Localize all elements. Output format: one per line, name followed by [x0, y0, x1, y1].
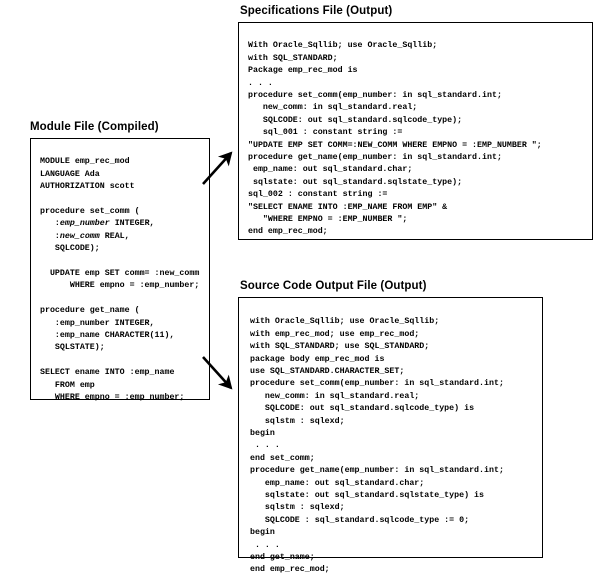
arrow-module-to-specifications-icon	[202, 151, 233, 185]
source-code-output-file-panel: with Oracle_Sqllib; use Oracle_Sqllib; w…	[238, 297, 543, 574]
arrow-module-to-source-code-icon	[202, 356, 233, 390]
specifications-file-code: With Oracle_Sqllib; use Oracle_Sqllib; w…	[248, 41, 542, 237]
source-code-output-file-code: with Oracle_Sqllib; use Oracle_Sqllib; w…	[250, 317, 504, 575]
module-file-panel: MODULE emp_rec_mod LANGUAGE Ada AUTHORIZ…	[30, 138, 210, 402]
module-file-caption: Module File (Compiled)	[30, 121, 159, 133]
specifications-file-caption: Specifications File (Output)	[240, 5, 393, 17]
source-code-output-file-caption: Source Code Output File (Output)	[240, 280, 427, 292]
specifications-file-panel: With Oracle_Sqllib; use Oracle_Sqllib; w…	[238, 22, 593, 240]
module-file-code: MODULE emp_rec_mod LANGUAGE Ada AUTHORIZ…	[40, 157, 200, 403]
